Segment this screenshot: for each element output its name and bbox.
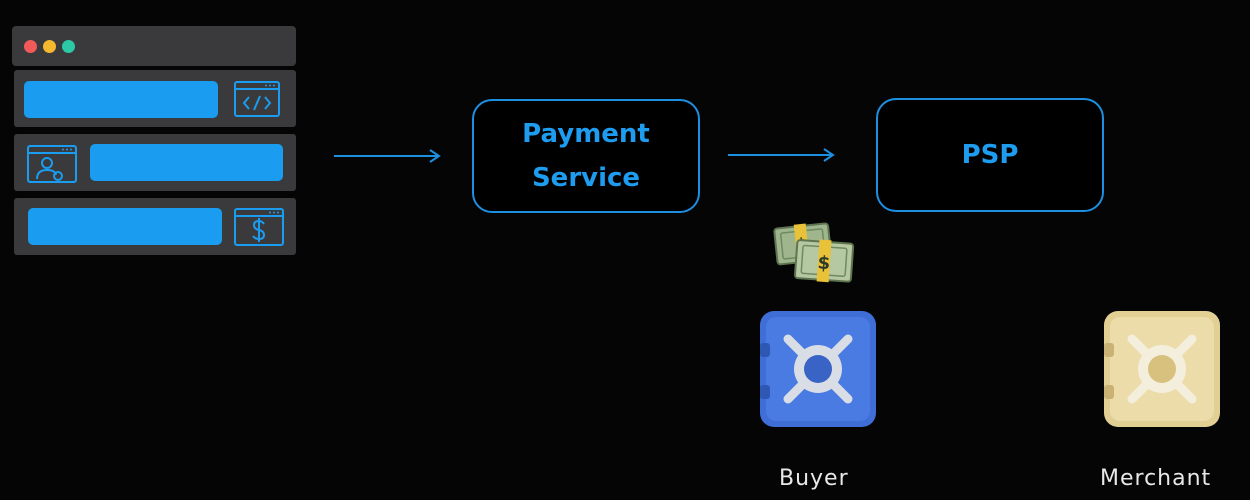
arrow-client-to-payment-service [334,149,441,163]
merchant-vault-icon [1104,311,1220,427]
minimize-dot-icon [43,40,56,53]
dollar-window-icon [234,208,284,246]
content-bar [28,208,222,245]
money-bills-icon: $ $ [773,222,855,283]
browser-row-payment [14,198,296,255]
psp-label: PSP [961,140,1019,170]
psp-node: PSP [876,98,1104,212]
code-window-icon [234,81,280,117]
user-window-icon [27,145,77,183]
browser-titlebar [12,26,296,66]
close-dot-icon [24,40,37,53]
payment-service-node: Payment Service [472,99,700,213]
buyer-label: Buyer [779,466,849,491]
browser-row-user [14,134,296,191]
svg-text:$: $ [817,252,831,274]
arrow-payment-service-to-psp [728,148,835,162]
content-bar [24,81,218,118]
maximize-dot-icon [62,40,75,53]
content-bar [90,144,283,181]
client-browser-window [12,26,296,258]
merchant-label: Merchant [1100,466,1212,491]
browser-row-code [14,70,296,127]
payment-service-label: Payment Service [522,119,650,193]
buyer-vault-icon [760,311,876,427]
